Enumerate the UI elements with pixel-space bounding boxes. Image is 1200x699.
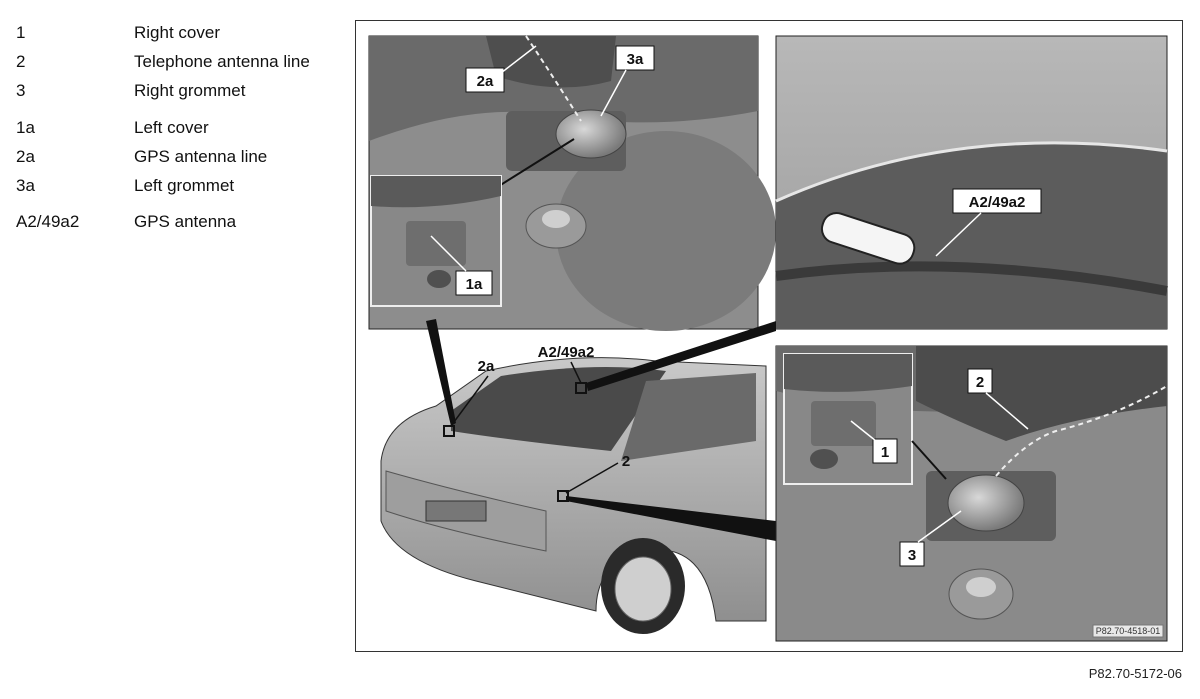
leader-line	[985, 392, 1029, 430]
legend-id: 3a	[16, 176, 35, 195]
connector-wedge-top	[586, 321, 776, 391]
callout-2a: 2a	[477, 73, 494, 90]
marker-left	[443, 425, 455, 437]
callout-antenna-top: A2/49a2	[969, 194, 1026, 211]
panel-right-trunk: 2 3 1 P82.70-4518-01	[775, 345, 1168, 642]
panel-left-trunk: 2a 3a 1a	[368, 35, 776, 331]
callout-box	[872, 438, 898, 464]
legend-desc: Right cover	[134, 23, 220, 42]
mount-bolt-head	[966, 577, 996, 597]
image-ref: P82.70-4518-01	[1096, 626, 1161, 636]
car-rear-window	[451, 367, 666, 451]
leader-line	[600, 69, 627, 117]
callout-2a-car: 2a	[478, 358, 495, 375]
inset-edge	[784, 354, 912, 392]
leader-line	[917, 510, 962, 543]
legend-id: 2a	[16, 147, 35, 166]
left-cover-shape	[406, 221, 466, 266]
leader-line	[570, 361, 582, 384]
figure-reference: P82.70-5172-06	[1088, 666, 1182, 681]
seal-strip	[486, 36, 616, 88]
legend-desc: Left cover	[134, 118, 209, 137]
license-plate	[425, 500, 487, 522]
legend-desc: GPS antenna	[134, 212, 237, 231]
leader-line	[430, 235, 467, 272]
panel-rear-window: A2/49a2	[775, 35, 1168, 330]
callout-box	[615, 45, 655, 71]
callout-2-car: 2	[622, 453, 630, 470]
leader-line	[935, 212, 982, 257]
telephone-antenna-line	[995, 385, 1168, 477]
callout-3a: 3a	[627, 51, 644, 68]
wheel-well	[556, 131, 776, 331]
legend-id: 1a	[16, 118, 35, 137]
connector-wedge-bottom	[566, 496, 776, 541]
trunk-lid-edge	[369, 36, 758, 141]
wheel-rim	[614, 556, 672, 622]
inset-bolt	[810, 449, 838, 469]
callout-1a: 1a	[466, 276, 483, 293]
inset-bolt	[427, 270, 451, 288]
right-grommet	[947, 474, 1025, 532]
image-ref-box	[1092, 624, 1164, 638]
leader-line	[565, 462, 619, 494]
callout-1: 1	[881, 444, 889, 461]
car-side-window	[621, 373, 756, 461]
rear-window-glass	[776, 142, 1167, 329]
parcel-shelf	[775, 261, 1168, 296]
callout-box	[465, 67, 505, 93]
callout-antenna-car: A2/49a2	[538, 344, 595, 361]
callout-2: 2	[976, 374, 984, 391]
illustration-svg: 2a 3a 1a A2/49a2	[368, 35, 1168, 642]
callout-box	[952, 188, 1042, 214]
legend-desc: GPS antenna line	[134, 147, 268, 166]
gps-antenna-line	[525, 35, 582, 122]
callout-box	[967, 368, 993, 394]
callout-box	[455, 270, 493, 296]
panel-car-overview: 2a A2/49a2 2	[380, 344, 767, 634]
leader-line	[450, 375, 489, 427]
illustration-frame: 2a 3a 1a A2/49a2	[355, 20, 1183, 652]
leader-line	[850, 420, 877, 442]
legend-id: A2/49a2	[16, 212, 80, 231]
leader-line	[500, 45, 537, 74]
legend-desc: Telephone antenna line	[134, 52, 310, 71]
legend-id: 3	[16, 81, 26, 100]
inset-edge	[371, 176, 501, 208]
window-edge	[775, 141, 1168, 203]
mount-bolt-head	[542, 210, 570, 228]
legend-id: 1	[16, 23, 26, 42]
legend-id: 2	[16, 52, 26, 71]
callout-3: 3	[908, 547, 916, 564]
gps-antenna-body	[820, 212, 916, 265]
left-grommet	[555, 109, 627, 159]
inset-leader	[498, 138, 575, 187]
gps-antenna-module	[820, 212, 916, 265]
marker-right	[557, 490, 569, 502]
legend-desc: Right grommet	[134, 81, 246, 100]
legend-desc: Left grommet	[134, 176, 235, 195]
right-cover-shape	[811, 401, 876, 446]
callout-box	[899, 541, 925, 567]
connector-wedge-left	[426, 319, 456, 426]
inset-leader	[911, 440, 947, 480]
